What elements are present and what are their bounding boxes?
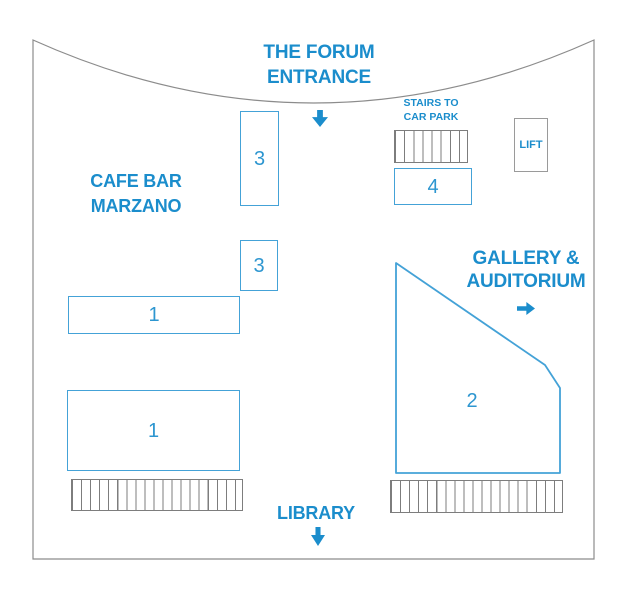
stand-1-upper-number: 1 [148, 304, 160, 326]
area-2-outline [395, 262, 561, 474]
area-2-number: 2 [466, 390, 478, 412]
stand-1-lower-box: 1 [67, 390, 240, 471]
gallery-auditorium-label: GALLERY & AUDITORIUM [466, 247, 585, 293]
stand-4-box: 4 [394, 168, 472, 205]
stairs-car-park-label-line2: CAR PARK [403, 110, 459, 123]
lift-box: LIFT [514, 118, 548, 172]
stand-1-upper-box: 1 [68, 296, 240, 334]
stand-1-lower-number: 1 [147, 419, 160, 442]
cafe-bar-label-line1: CAFE BAR [90, 171, 182, 191]
stairs-car-park-label-line1: STAIRS TO [403, 97, 459, 109]
stairs-car-park-label: STAIRS TO CAR PARK [403, 97, 458, 124]
stand-4-number: 4 [427, 175, 439, 198]
stand-3-lower-box: 3 [240, 240, 278, 291]
entrance-label-line2: ENTRANCE [267, 67, 371, 88]
entrance-label-line1: THE FORUM [263, 42, 375, 63]
entrance-label: THE FORUM ENTRANCE [263, 40, 374, 90]
stand-3-upper-box: 3 [240, 111, 279, 206]
library-label: LIBRARY [277, 503, 355, 523]
cafe-bar-label-line2: MARZANO [90, 196, 182, 216]
gallery-auditorium-label-line2: AUDITORIUM [466, 271, 586, 292]
stairs-car-park-hatch [394, 130, 468, 163]
gallery-auditorium-label-line1: GALLERY & [472, 248, 580, 269]
floor-outline [32, 39, 595, 560]
stairs-library-left-hatch [71, 479, 243, 511]
stand-3-lower-number: 3 [253, 254, 265, 277]
stairs-library-right-hatch [390, 480, 563, 513]
lift-label: LIFT [519, 139, 543, 151]
stand-3-upper-number: 3 [253, 147, 266, 170]
cafe-bar-label: CAFE BAR MARZANO [90, 169, 182, 219]
